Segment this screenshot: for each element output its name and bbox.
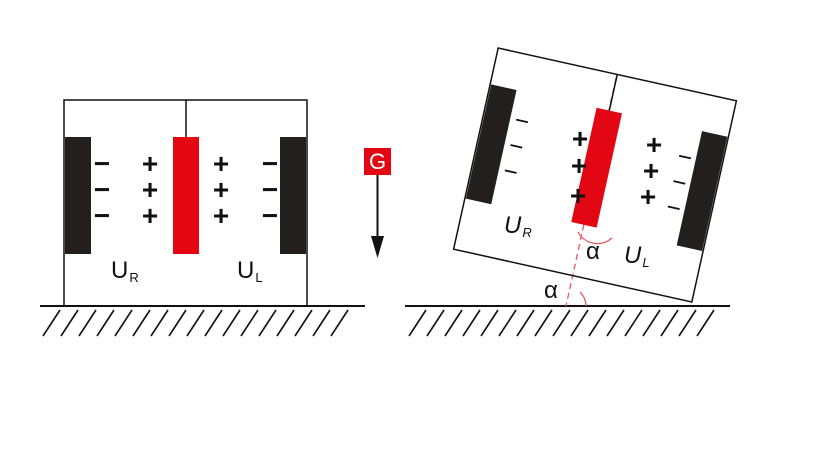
lower-plate-charge-ticks [667, 154, 692, 211]
plus-sign: + [213, 148, 229, 179]
upper-plate-charge-ticks [504, 118, 529, 174]
ground-hatching-left [42, 309, 349, 337]
ground-angle-arc [579, 291, 587, 307]
tilt-angle-arc [577, 231, 613, 245]
upper-electrode-plate [465, 84, 517, 205]
minus-sign: − [262, 148, 278, 179]
center-electrode-plate-tilted [571, 107, 622, 228]
voltage-label-ul: UL [237, 257, 263, 285]
plus-sign: + [213, 174, 229, 205]
gravity-label: G [369, 149, 386, 174]
gravity-arrowhead [371, 236, 384, 258]
plus-sign: + [213, 200, 229, 231]
minus-sign: − [262, 200, 278, 231]
left-electrode-plate [65, 137, 91, 254]
ground-hatching-right [408, 309, 715, 337]
gravity-badge [364, 148, 391, 175]
plus-sign: + [142, 200, 158, 231]
minus-sign: − [94, 200, 110, 231]
ground-angle-label: α [544, 277, 558, 304]
voltage-label-ur: UR [111, 257, 139, 285]
center-lead-wire-tilted [608, 74, 619, 111]
plus-sign: + [572, 123, 588, 154]
minus-sign: − [94, 148, 110, 179]
center-electrode-plate [173, 137, 199, 254]
tilt-angle-label: α [586, 238, 600, 265]
plus-sign: + [640, 181, 656, 212]
right-electrode-plate [280, 137, 306, 254]
vertical-reference-line [565, 77, 617, 307]
plus-sign: + [142, 148, 158, 179]
minus-sign: − [94, 174, 110, 205]
plus-sign: + [643, 155, 659, 186]
plus-sign: + [646, 129, 662, 160]
voltage-label-ur-tilted: UR [504, 212, 532, 240]
tilted-sensor: + + + + + + α α UR UL [405, 47, 738, 337]
plus-sign: + [142, 174, 158, 205]
plus-sign: + [571, 150, 587, 181]
gravity-indicator: G [364, 148, 391, 258]
lower-electrode-plate [676, 131, 728, 251]
voltage-label-ul-tilted: UL [624, 242, 650, 270]
minus-sign: − [262, 174, 278, 205]
plus-sign: + [570, 180, 586, 211]
upright-sensor: − − − + + + + + + − − − UR UL [40, 99, 365, 337]
